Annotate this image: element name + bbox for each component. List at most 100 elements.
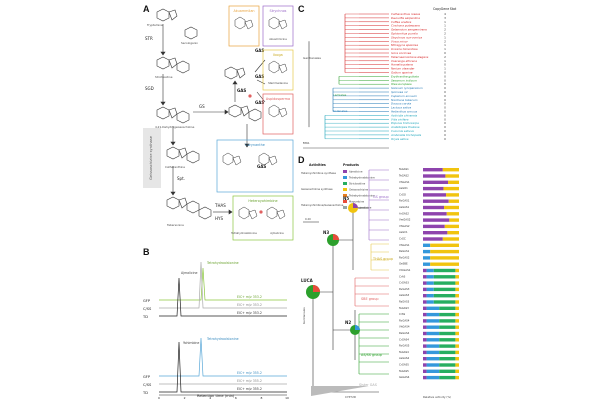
trace-line <box>159 277 287 317</box>
clade-branches-gs <box>368 169 389 241</box>
activity-bar-segment <box>455 331 459 336</box>
group-label: GS group <box>373 195 389 199</box>
activity-bar-segment <box>423 363 427 367</box>
activity-bar-segment <box>423 180 449 184</box>
panel-c-species-tree: Copy Gene Stat Gentianales Lamiales Sola… <box>303 7 457 149</box>
activity-bar-segment <box>423 249 431 254</box>
species-name: Sesamum indicum <box>391 78 417 82</box>
activity-bar-segment <box>426 306 440 310</box>
legend-title: Activities <box>309 163 326 167</box>
gene-label: RsGAS1 <box>399 249 410 253</box>
scaffold-box-akuammilan <box>228 5 260 47</box>
activity-bar-segment <box>455 312 459 317</box>
panel-b-label: B <box>143 247 150 257</box>
gene-count: 2 <box>444 32 446 36</box>
gene-count: 1 <box>444 35 446 39</box>
activity-bar-segment <box>426 369 440 373</box>
molecule-ring <box>232 155 242 166</box>
molecule-ring <box>276 209 286 220</box>
activity-bar-segment <box>423 331 427 336</box>
gene-label: AsGAS1 <box>399 205 410 209</box>
species-name: Capsicum annuum <box>391 94 417 98</box>
activity-bar-segment <box>439 319 456 323</box>
enzyme-label: GAS <box>255 100 264 105</box>
activity-bar-segment <box>426 294 434 298</box>
activity-bar-segment <box>439 363 456 367</box>
activity-bar-segment <box>423 281 427 285</box>
trace-annotation: EIC+ m/z 355.2 <box>237 371 262 375</box>
activity-bar-segment <box>430 249 459 254</box>
legend-entry: Tetrahydroalstonine <box>349 194 375 198</box>
molecule-ring <box>186 150 200 164</box>
activity-bar-segment <box>455 319 459 323</box>
activity-bar-segment <box>433 275 456 279</box>
clade-branches-as-ss <box>358 313 389 375</box>
legend-entry: Strictosidine <box>349 182 366 186</box>
compound-label: Ajmalicine <box>270 231 284 235</box>
trace-line <box>159 341 287 393</box>
group-label: AS/SS group <box>361 353 382 357</box>
activity-bar-segment <box>449 218 459 222</box>
legend-swatch <box>343 206 347 209</box>
activity-bar-segment <box>423 237 443 241</box>
gene-label: AsGAS3 <box>399 293 410 297</box>
arrowhead <box>160 51 166 56</box>
molecule-ring <box>168 57 178 69</box>
activity-bar-segment <box>426 319 440 323</box>
activity-bar-segment <box>442 237 459 241</box>
order-label: Gentianales <box>302 307 306 324</box>
panel-a-pathway: Geissoschizine synthase <box>143 5 294 241</box>
molecule-ring <box>268 60 280 74</box>
gene-label: RvGAS1 <box>399 199 410 203</box>
enzyme-label: HYS <box>215 216 223 221</box>
activity-bar-segment <box>426 375 440 380</box>
gene-count: 2 <box>444 55 446 59</box>
activity-bar-segment <box>426 268 434 273</box>
species-name: Nicotiana tabacum <box>391 98 418 102</box>
gene-count: 0 <box>444 71 446 75</box>
scale-bar-label: 0.20 <box>305 217 311 221</box>
gene-count: 0 <box>444 133 446 137</box>
trace-row-label: GFP <box>143 375 151 379</box>
species-name: Erythranthe guttata <box>391 74 419 78</box>
legend-swatch <box>343 182 347 185</box>
gene-count: 2 <box>444 39 446 43</box>
activity-bar-segment <box>423 325 427 329</box>
node-pie-n5-slice <box>353 203 358 208</box>
activity-bar-segment <box>445 174 459 178</box>
panel-d-label: D <box>298 155 305 165</box>
species-name: Olea europaea <box>391 82 412 86</box>
legend-entry: Geissoschizine <box>349 188 368 192</box>
trace-line <box>159 337 287 377</box>
gene-count: 0 <box>444 82 446 86</box>
species-name: Nerium oleander <box>391 67 415 71</box>
gene-count: 0 <box>444 125 446 129</box>
activity-bar-segment <box>423 199 449 203</box>
box-title: Strychnos <box>270 9 287 13</box>
x-tick: 0 <box>158 396 160 400</box>
gene-label: VhGAS4 <box>399 325 410 329</box>
trace-row-label: TD <box>142 391 148 395</box>
molecule-ring <box>258 152 270 166</box>
legend-title: Products <box>343 163 359 167</box>
activity-bar-segment <box>446 193 459 197</box>
activity-bar-segment <box>455 325 459 329</box>
activity-bar-segment <box>426 344 440 348</box>
species-name: Coffea arabica <box>391 20 412 24</box>
x-tick: 2 <box>184 396 186 400</box>
activity-bar-segment <box>439 375 456 380</box>
panel-a-label: A <box>143 4 150 14</box>
clade-label: Gentianales <box>303 56 321 60</box>
activity-bar-segment <box>423 350 427 355</box>
activity-bar-segment <box>423 344 427 348</box>
gene-label: GsGAS4 <box>399 375 410 379</box>
arrowhead <box>244 143 250 148</box>
species-name: Gelsemium sempervirens <box>391 28 427 32</box>
activity-bar-segment <box>426 287 434 292</box>
activity-bar-segment <box>426 275 434 279</box>
molecule-ring <box>248 108 262 122</box>
legend-entry: Ajmalicine <box>349 170 363 174</box>
activity-bar-segment <box>423 357 427 361</box>
activity-bar-segment <box>448 199 459 203</box>
activity-bar-segment <box>443 186 459 191</box>
